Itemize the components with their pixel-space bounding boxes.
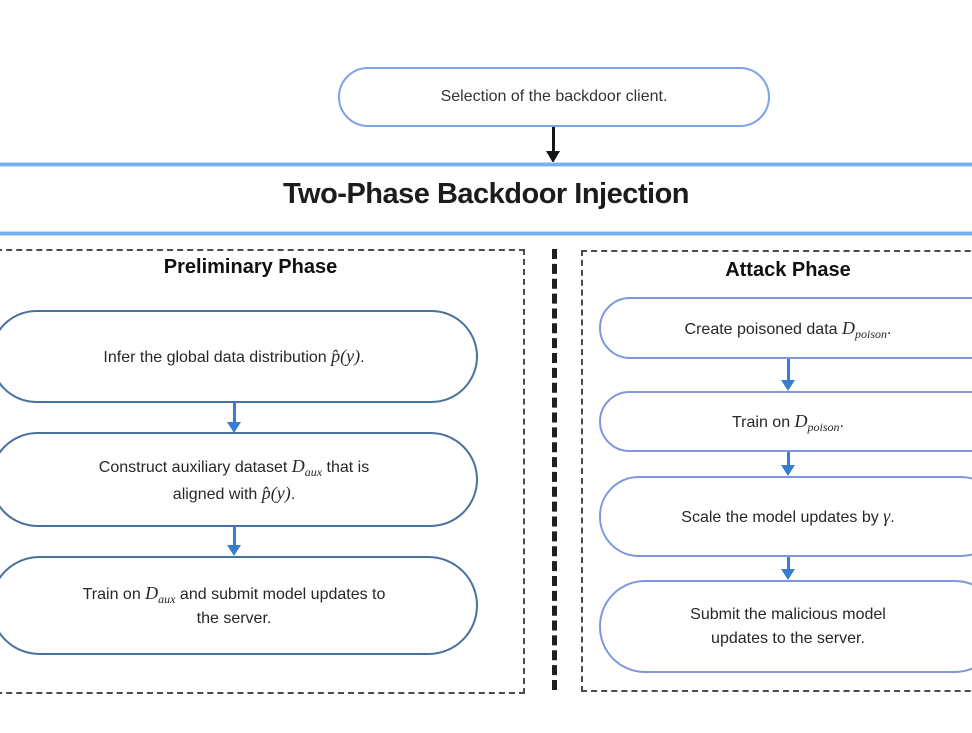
arrow-head [781,569,795,580]
phase-divider-dashed-line [552,249,557,690]
arrow-down-icon [227,403,241,433]
step-text: Create poisoned data Dpoison. [684,317,892,341]
arrow-head [227,422,241,433]
math-sub-aux: aux [158,592,176,607]
preliminary-phase-title: Preliminary Phase [163,256,338,278]
step-text: Infer the global data distribution p̂(y)… [103,346,365,366]
arrow-head [781,465,795,476]
arrow-down-icon [781,557,795,580]
attack-phase-panel [581,250,972,692]
math-D: D [145,583,159,603]
math-D: D [841,317,855,338]
step-box-scale-updates: Scale the model updates by γ. [599,476,972,557]
arrow-stem [232,403,236,422]
math-sub-poison: poison [807,420,840,435]
arrow-down-icon [781,452,795,476]
arrow-head [227,545,241,556]
step-box-infer-distribution: Infer the global data distribution p̂(y)… [0,310,478,403]
math-D: D [794,411,808,431]
step-box-submit-malicious-updates: Submit the malicious model updates to th… [599,580,972,673]
arrow-stem [786,557,790,569]
selection-client-label: Selection of the backdoor client. [440,88,668,105]
arrow-head [546,151,560,163]
arrow-stem [786,452,790,465]
math-p-hat-y: p̂(y) [331,346,361,366]
step-text: Train on Dpoison. [731,411,844,435]
step-text: Train on Daux and submit model updates t… [82,583,386,627]
preliminary-phase-panel [0,249,525,694]
math-D: D [291,455,305,476]
banner-bottom-rule [0,231,972,236]
math-sub-poison: poison [854,326,887,341]
arrow-down-icon [227,527,241,556]
math-gamma: γ [883,506,891,526]
selection-client-box: Selection of the backdoor client. [338,67,770,127]
arrow-head [781,380,795,391]
arrow-stem [786,359,790,380]
banner-top-rule [0,162,972,167]
step-box-construct-aux-dataset: Construct auxiliary dataset Daux that is… [0,432,478,527]
step-box-train-aux-submit: Train on Daux and submit model updates t… [0,556,478,655]
arrow-down-icon [781,359,795,391]
math-p-hat-y: p̂(y) [261,482,291,503]
step-box-create-poisoned-data: Create poisoned data Dpoison. [599,297,972,359]
step-box-train-poisoned: Train on Dpoison. [599,391,972,452]
step-text: Submit the malicious model updates to th… [690,605,886,647]
math-sub-aux: aux [304,464,323,479]
banner-title: Two-Phase Backdoor Injection [282,178,690,210]
arrow-down-icon [546,127,560,163]
step-text: Scale the model updates by γ. [681,506,895,526]
attack-phase-title: Attack Phase [725,259,851,281]
arrow-stem [232,527,236,545]
arrow-stem [551,127,555,151]
step-text: Construct auxiliary dataset Daux that is… [98,455,370,503]
